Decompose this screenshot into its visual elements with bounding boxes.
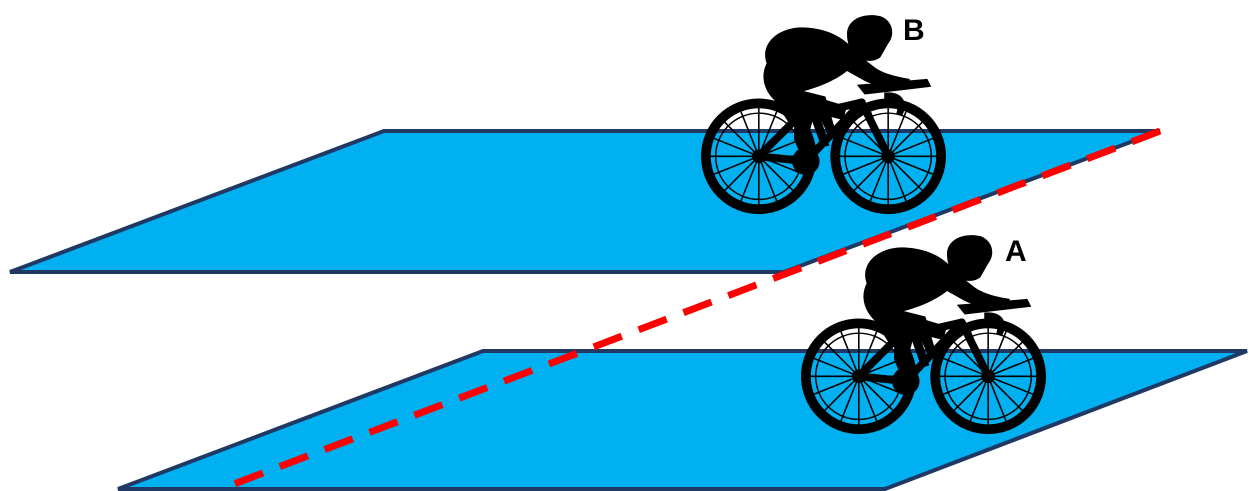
lower-plane — [117, 349, 1248, 491]
label-a: A — [1005, 235, 1027, 268]
label-b: B — [903, 14, 925, 47]
red-dashed-line — [219, 127, 1162, 491]
